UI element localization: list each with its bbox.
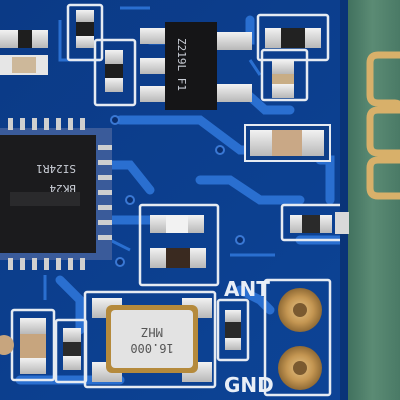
- vias: [110, 115, 245, 267]
- antenna-boundary: [340, 0, 348, 400]
- mcu-marking-2: BK24: [49, 182, 76, 195]
- mcu-chip: SI24R1 BK24: [0, 118, 112, 270]
- silkscreen-ant-label: ANT: [224, 277, 270, 301]
- silkscreen-gnd-label: GND: [224, 373, 274, 397]
- crystal-oscillator: MHZ 16.000: [92, 298, 212, 382]
- passives: [0, 10, 332, 374]
- regulator-marking: Z219L F1: [175, 38, 188, 91]
- voltage-regulator: Z219L F1: [140, 22, 252, 110]
- antenna-feed-pad: [335, 212, 349, 234]
- crystal-line-2: 16.000: [130, 341, 173, 355]
- through-hole-pads: [278, 288, 322, 390]
- antenna-trace: [366, 51, 400, 200]
- mcu-marking-1: SI24R1: [36, 162, 76, 175]
- crystal-line-1: MHZ: [141, 325, 163, 339]
